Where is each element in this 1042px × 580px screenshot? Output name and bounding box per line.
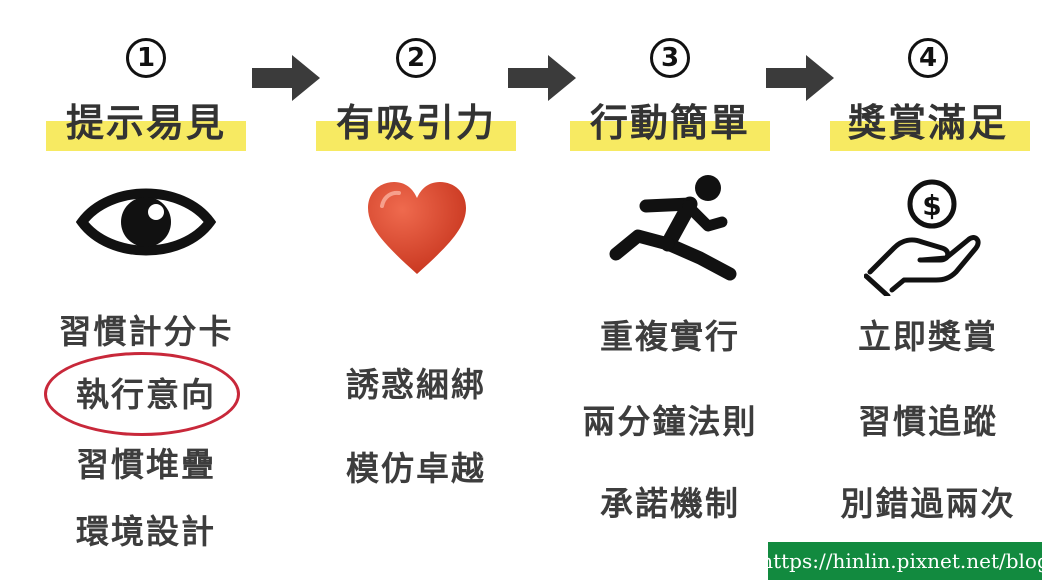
step-2-item: 誘惑綑綁 xyxy=(346,365,486,404)
step-1-item: 環境設計 xyxy=(76,512,216,551)
step-2-highlight xyxy=(316,121,516,151)
step-1-column: 1 提示易見 習慣計分卡 執行意向 習慣堆疊 環境設計 xyxy=(36,0,256,580)
step-2-title: 有吸引力 xyxy=(335,101,496,145)
step-4-column: 4 獎賞滿足 $ 立即獎賞 習慣追蹤 別錯過兩次 xyxy=(818,0,1038,580)
step-4-item: 別錯過兩次 xyxy=(840,484,1016,523)
arrow-right-icon xyxy=(766,55,834,101)
step-3-highlight xyxy=(570,121,770,151)
blog-url-watermark: https://hinlin.pixnet.net/blog xyxy=(760,542,1042,580)
svg-text:$: $ xyxy=(922,189,941,222)
arrow-right-icon xyxy=(508,55,576,101)
step-3-column: 3 行動簡單 重複實行 兩分鐘法則 承諾機制 xyxy=(560,0,780,580)
step-1-highlight xyxy=(46,121,246,151)
step-4-item: 立即獎賞 xyxy=(858,317,998,356)
step-3-number: 3 xyxy=(650,38,690,78)
highlight-circle xyxy=(44,352,240,436)
step-3-item: 承諾機制 xyxy=(600,484,740,523)
arrow-right-icon xyxy=(252,55,320,101)
step-4-number: 4 xyxy=(908,38,948,78)
step-1-item: 習慣堆疊 xyxy=(76,445,216,484)
step-1-number: 1 xyxy=(126,38,166,78)
step-2-item: 模仿卓越 xyxy=(346,449,486,488)
step-3-title: 行動簡單 xyxy=(589,101,750,145)
money-in-hand-icon: $ xyxy=(864,179,981,296)
step-2-column: 2 有吸引力 誘惑綑綁 模仿卓越 xyxy=(306,0,526,580)
step-4-highlight xyxy=(830,121,1030,151)
step-4-title: 獎賞滿足 xyxy=(847,101,1008,145)
step-3-item: 兩分鐘法則 xyxy=(582,402,758,441)
step-1-item: 習慣計分卡 xyxy=(58,312,234,351)
step-1-title: 提示易見 xyxy=(65,101,226,145)
step-2-number: 2 xyxy=(396,38,436,78)
eye-icon xyxy=(76,188,216,256)
step-3-item: 重複實行 xyxy=(600,317,740,356)
running-person-icon xyxy=(609,175,737,281)
step-4-item: 習慣追蹤 xyxy=(858,402,998,441)
heart-icon xyxy=(368,182,466,274)
